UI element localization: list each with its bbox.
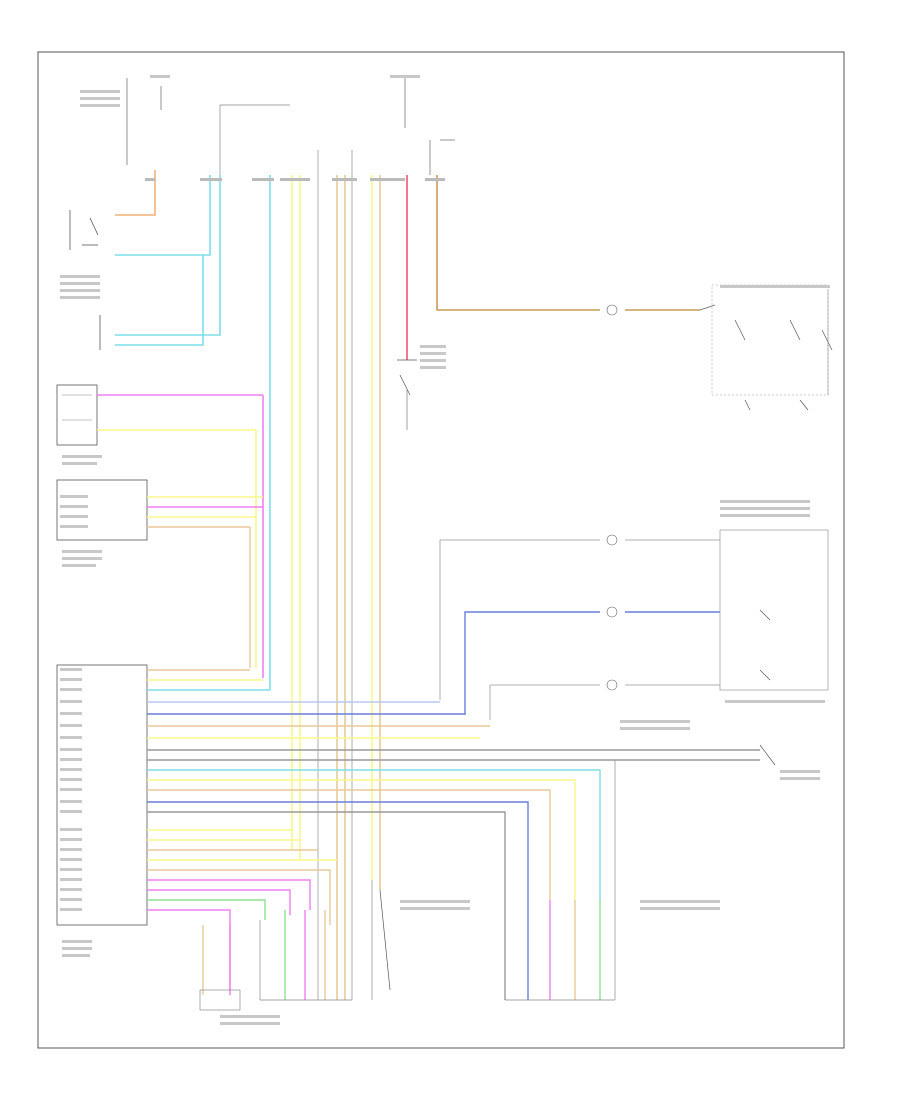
cruise-switch-wiring <box>436 284 833 411</box>
cruise-right-wiring <box>439 529 829 720</box>
pin-label-marks <box>60 75 830 1025</box>
engine-control-module <box>56 664 148 926</box>
brake-switch-mid <box>397 359 417 396</box>
ecm-horizontal-wires <box>147 669 760 990</box>
transmission-range-sensor <box>56 384 263 446</box>
top-ground-symbols <box>429 139 455 175</box>
brake-pedal-switch-symbol <box>69 210 101 350</box>
top-left-connector-group <box>126 78 406 165</box>
lower-left-leads <box>199 880 391 1011</box>
diagram-border <box>37 51 845 1049</box>
brake-switch-wiring <box>115 104 290 346</box>
right-ground-connector <box>759 744 776 766</box>
top-connector-row <box>145 178 445 181</box>
lower-sensor-leads <box>504 760 616 1001</box>
transmission-control-module <box>56 479 263 668</box>
vertical-harness <box>255 150 438 1000</box>
